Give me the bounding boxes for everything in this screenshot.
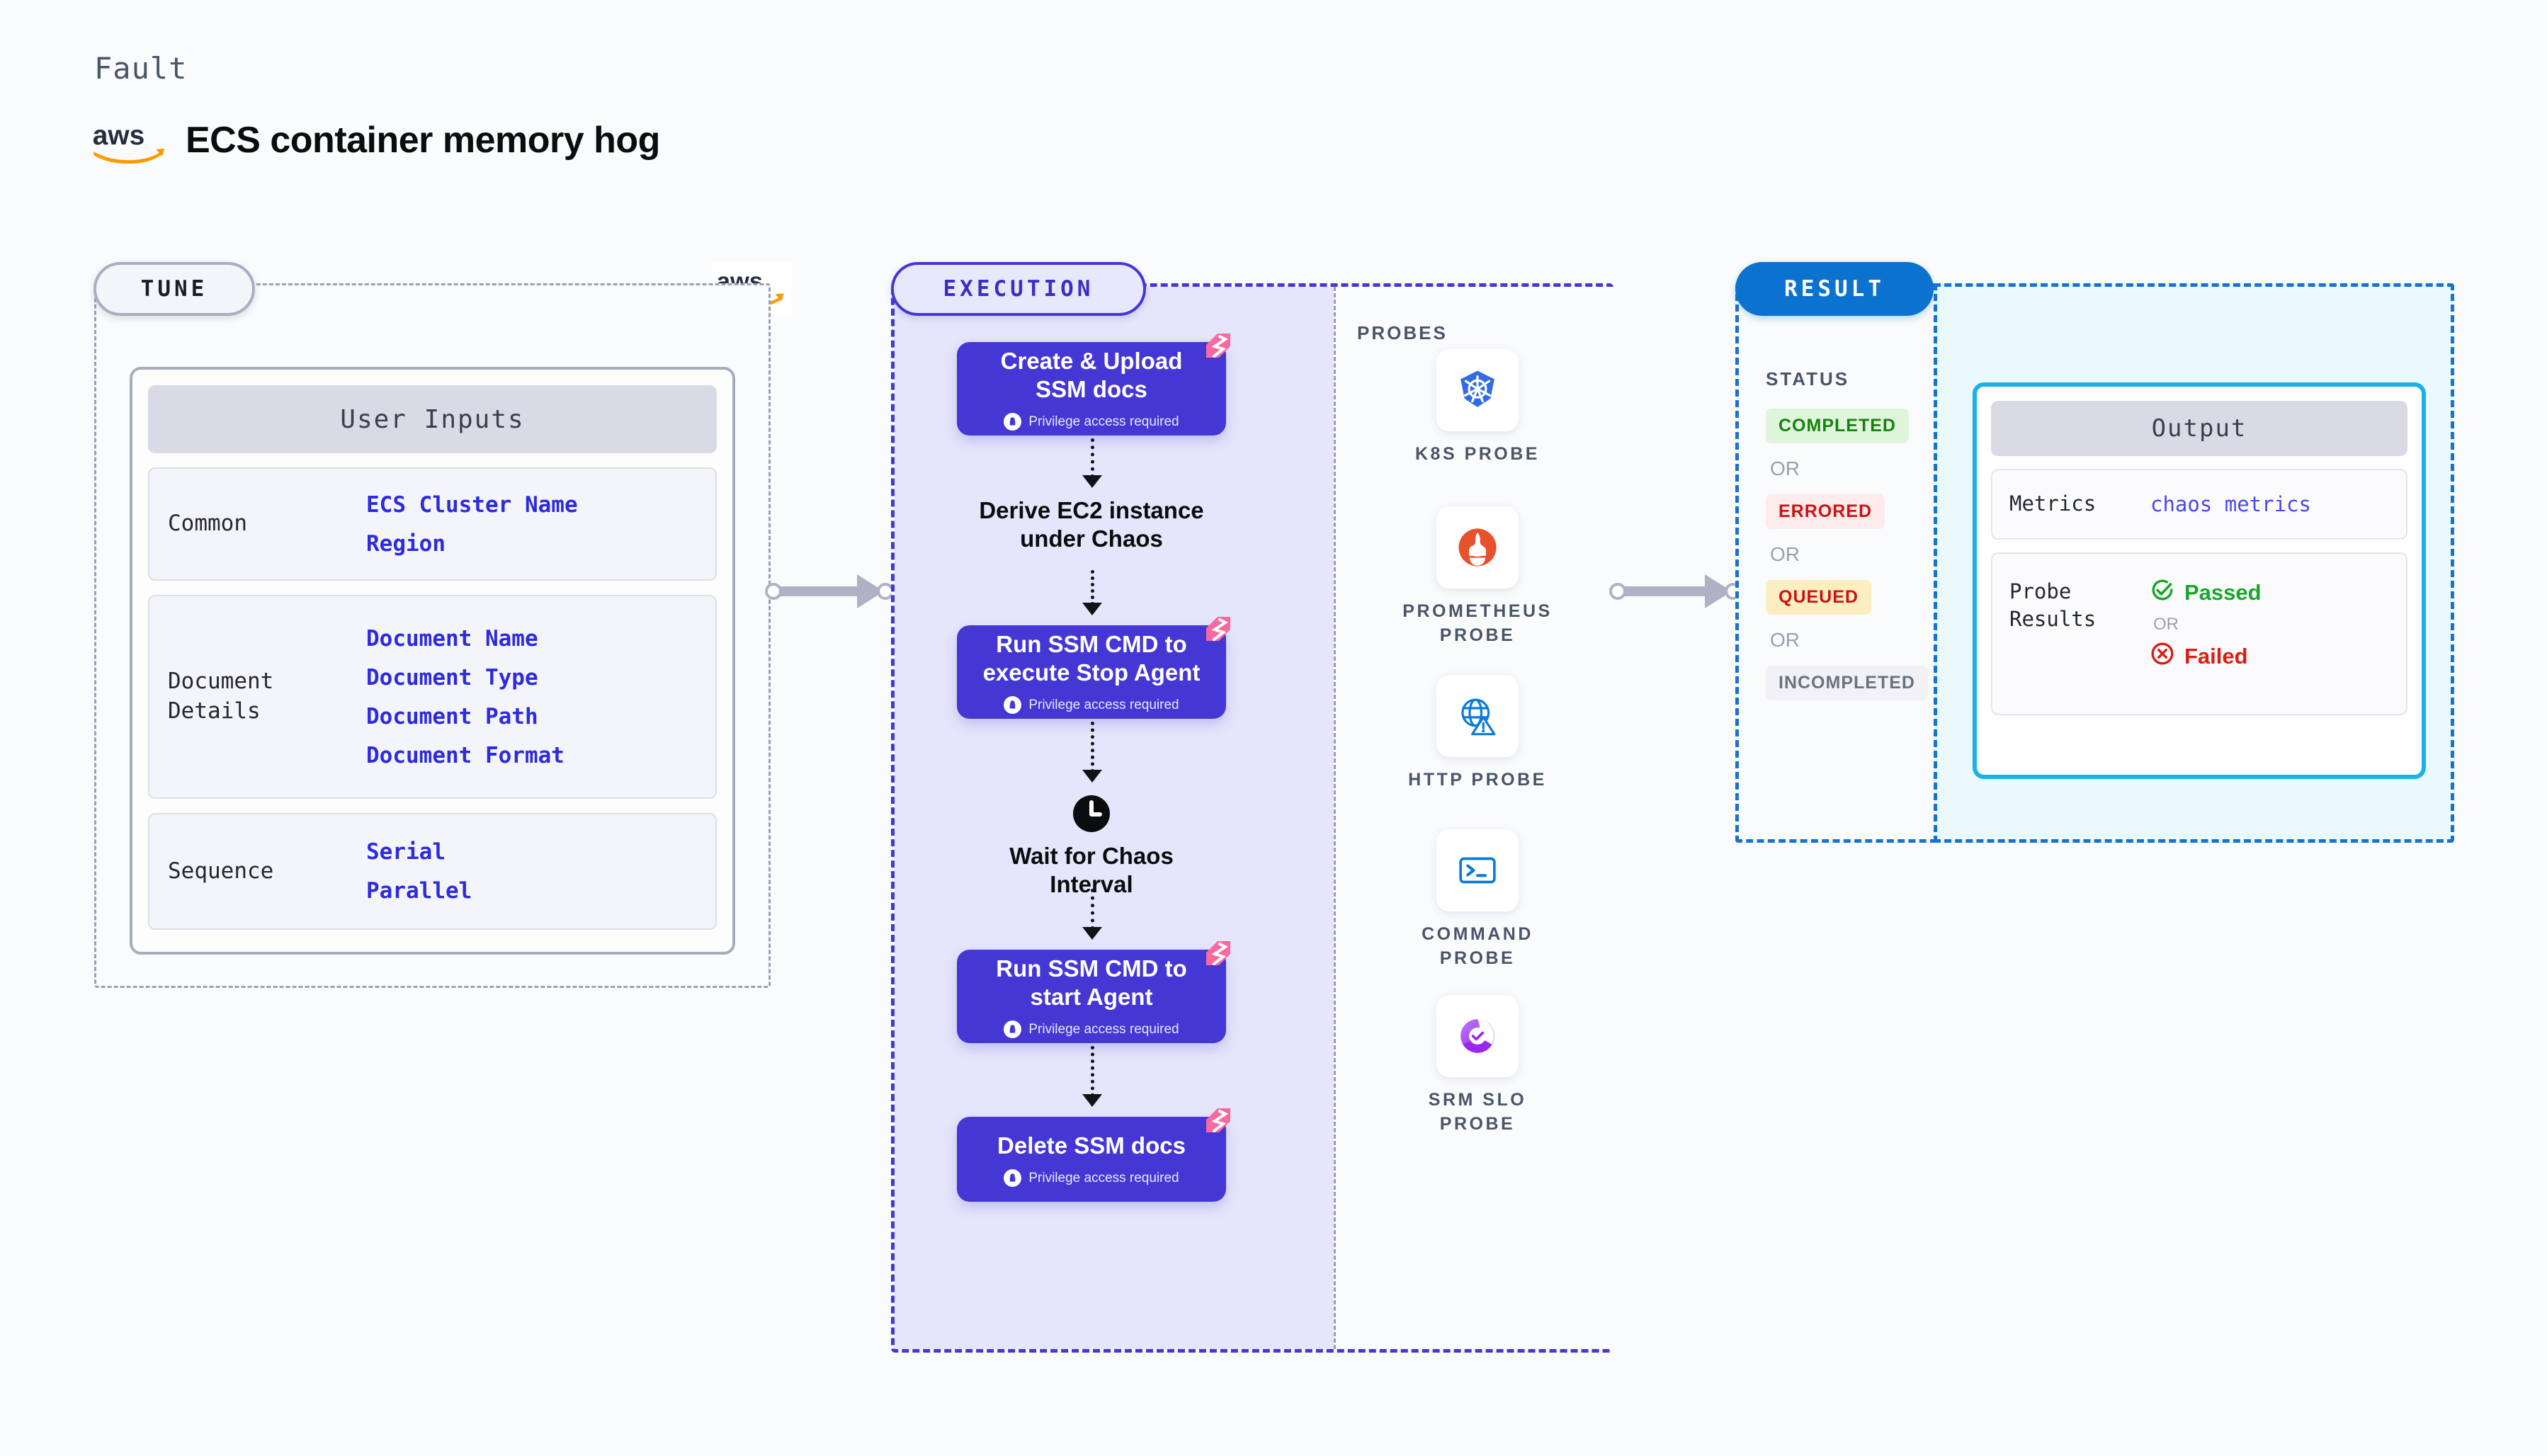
step-title: Run SSM CMD to start Agent [996, 955, 1187, 1010]
input-group-common: Common ECS Cluster Name Region [148, 467, 717, 581]
probe-results-label: Probe Results [2009, 579, 2097, 632]
x-circle-icon [2150, 642, 2174, 671]
probe-label: PROMETHEUS PROBE [1402, 601, 1553, 645]
output-row-probe-results: Probe Results Passed OR [1991, 552, 2407, 715]
input-field-ecs-cluster-name[interactable]: ECS Cluster Name [366, 491, 578, 518]
probe-label: K8S PROBE [1415, 444, 1540, 464]
execution-step-derive-ec2-instance: Derive EC2 instance under Chaos [957, 496, 1226, 552]
user-inputs-card: User Inputs Common ECS Cluster Name Regi… [130, 367, 735, 955]
tune-badge[interactable]: TUNE [93, 262, 255, 316]
harness-corner-icon [1202, 1105, 1235, 1138]
lock-icon [1004, 1169, 1022, 1188]
probe-label: SRM SLO PROBE [1428, 1090, 1527, 1134]
step-title: Derive EC2 instance under Chaos [979, 497, 1204, 552]
execution-step-wait-for-chaos-interval: Wait for Chaos Interval [957, 794, 1226, 898]
connector-execution-to-result [1609, 574, 1744, 608]
http-globe-icon [1436, 675, 1519, 757]
execution-step-run-ssm-cmd-start-agent[interactable]: Run SSM CMD to start Agent Privilege acc… [957, 941, 1230, 1043]
harness-corner-icon [1202, 331, 1235, 363]
privilege-text: Privilege access required [1028, 1170, 1179, 1185]
probe-label: COMMAND PROBE [1422, 924, 1533, 968]
step-title: Wait for Chaos Interval [1009, 843, 1174, 897]
input-field-document-type[interactable]: Document Type [366, 664, 538, 690]
status-badge-errored: ERRORED [1766, 494, 1885, 529]
status-or-label: OR [1770, 543, 1800, 565]
probe-command[interactable]: COMMAND PROBE [1336, 829, 1619, 971]
step-privilege-note: Privilege access required [1004, 1169, 1179, 1188]
privilege-text: Privilege access required [1028, 414, 1179, 429]
step-privilege-note: Privilege access required [1004, 1020, 1179, 1039]
lock-icon [1004, 696, 1022, 715]
page-title-row: aws ECS container memory hog [91, 117, 660, 164]
fault-eyebrow: Fault [94, 51, 188, 86]
page-title: ECS container memory hog [186, 120, 660, 161]
probe-srm-slo[interactable]: SRM SLO PROBE [1336, 995, 1619, 1137]
input-group-sequence: Sequence Serial Parallel [148, 813, 717, 930]
execution-step-run-ssm-cmd-stop-agent[interactable]: Run SSM CMD to execute Stop Agent Privil… [957, 617, 1230, 719]
harness-corner-icon [1202, 938, 1235, 971]
privilege-text: Privilege access required [1028, 1021, 1179, 1037]
input-group-label: Document Details [168, 669, 274, 724]
input-group-label: Sequence [168, 858, 274, 884]
execution-step-delete-ssm-docs[interactable]: Delete SSM docs Privilege access require… [957, 1108, 1230, 1202]
status-badge-completed: COMPLETED [1766, 409, 1909, 443]
execution-step-create-upload-ssm-docs[interactable]: Create & Upload SSM docs Privilege acces… [957, 334, 1230, 436]
output-title: Output [1991, 401, 2407, 456]
clock-icon [1072, 794, 1111, 834]
execution-panel: Create & Upload SSM docs Privilege acces… [891, 283, 1617, 1353]
execution-badge[interactable]: EXECUTION [891, 262, 1146, 316]
status-or-label: OR [1770, 457, 1800, 479]
probe-result-passed: Passed [2150, 578, 2262, 608]
prometheus-icon [1436, 506, 1519, 588]
input-option-parallel[interactable]: Parallel [366, 878, 472, 904]
status-list: COMPLETED OR ERRORED OR QUEUED OR INCOMP… [1766, 409, 1928, 700]
status-badge-queued: QUEUED [1766, 580, 1871, 615]
status-or-label: OR [1770, 629, 1800, 651]
terminal-icon [1436, 829, 1519, 911]
aws-logo-icon: aws [91, 117, 170, 164]
metrics-label: Metrics [2009, 491, 2097, 516]
result-badge[interactable]: RESULT [1735, 262, 1934, 316]
step-title: Delete SSM docs [997, 1132, 1186, 1159]
privilege-text: Privilege access required [1028, 697, 1179, 712]
step-privilege-note: Privilege access required [1004, 696, 1179, 715]
probes-heading: PROBES [1357, 322, 1448, 343]
status-badge-incompleted: INCOMPLETED [1766, 666, 1928, 700]
input-field-region[interactable]: Region [366, 530, 446, 557]
input-field-document-format[interactable]: Document Format [366, 742, 565, 768]
kubernetes-icon [1436, 349, 1519, 431]
input-group-document-details: Document Details Document Name Document … [148, 595, 717, 799]
metrics-value[interactable]: chaos metrics [2150, 492, 2311, 516]
input-group-label: Common [168, 511, 247, 537]
probe-http[interactable]: HTTP PROBE [1336, 675, 1619, 792]
step-privilege-note: Privilege access required [1004, 413, 1179, 431]
lock-icon [1004, 1020, 1022, 1039]
lock-icon [1004, 413, 1022, 431]
step-title: Create & Upload SSM docs [1000, 347, 1183, 402]
input-field-document-path[interactable]: Document Path [366, 703, 538, 729]
connector-tune-to-execution [765, 574, 896, 608]
status-heading: STATUS [1766, 368, 1850, 389]
probe-prometheus[interactable]: PROMETHEUS PROBE [1336, 506, 1619, 648]
srm-slo-icon [1436, 995, 1519, 1077]
result-status-panel: STATUS COMPLETED OR ERRORED OR QUEUED OR… [1735, 283, 1937, 843]
passed-label: Passed [2184, 580, 2262, 605]
step-title: Run SSM CMD to execute Stop Agent [982, 630, 1201, 686]
output-row-metrics: Metrics chaos metrics [1991, 469, 2407, 540]
failed-label: Failed [2184, 644, 2248, 669]
check-circle-icon [2150, 578, 2174, 608]
probes-column: PROBES K8S PROBE [1334, 287, 1617, 1349]
input-field-document-name[interactable]: Document Name [366, 625, 538, 652]
probe-label: HTTP PROBE [1408, 770, 1547, 790]
output-card: Output Metrics chaos metrics Probe Resul… [1973, 382, 2426, 779]
harness-corner-icon [1202, 614, 1235, 647]
execution-flow: Create & Upload SSM docs Privilege acces… [895, 287, 1334, 1349]
probe-result-failed: Failed [2150, 642, 2262, 671]
probe-k8s[interactable]: K8S PROBE [1336, 349, 1619, 467]
svg-text:aws: aws [93, 120, 145, 151]
probe-result-or-label: OR [2153, 615, 2179, 634]
user-inputs-title: User Inputs [148, 385, 717, 453]
input-option-serial[interactable]: Serial [366, 839, 446, 865]
